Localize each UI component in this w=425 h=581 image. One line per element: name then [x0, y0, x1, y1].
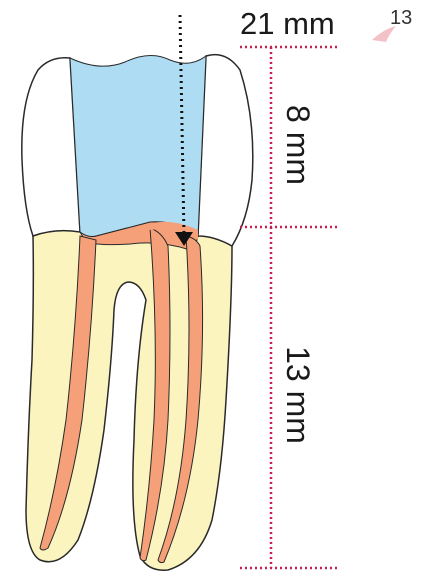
page-number: 13 [390, 7, 412, 29]
root-length-label: 13 mm [278, 335, 318, 455]
total-length-label: 21 mm [240, 6, 335, 42]
crown-distal-enamel [198, 55, 253, 246]
access-cavity [70, 55, 206, 236]
crown-length-label: 8 mm [278, 95, 318, 195]
